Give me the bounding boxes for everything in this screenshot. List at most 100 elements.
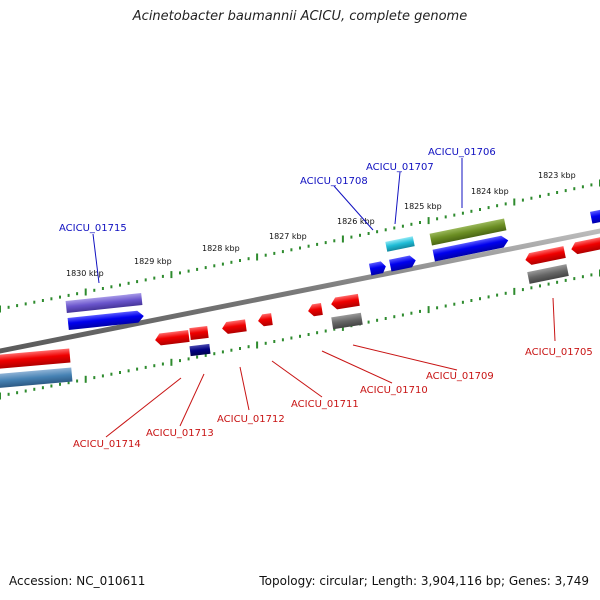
feature-blue-gene-01708[interactable] xyxy=(368,261,387,276)
gene-label-01711: ACICU_01711 xyxy=(291,399,359,410)
outer-track-tick xyxy=(479,208,481,211)
feature-red-gene-01714[interactable] xyxy=(154,329,190,346)
feature-blue-gene-a[interactable] xyxy=(389,255,417,272)
gene-label-01708: ACICU_01708 xyxy=(300,176,368,187)
genome-summary: Topology: circular; Length: 3,904,116 bp… xyxy=(259,574,589,588)
inner-track-tick xyxy=(256,341,259,349)
feature-gray-gene-b[interactable] xyxy=(331,312,363,330)
kbp-label-1828: 1828 kbp xyxy=(202,244,240,253)
inner-track-tick xyxy=(427,306,430,314)
inner-track-tick xyxy=(581,275,584,279)
outer-track-tick xyxy=(110,285,113,289)
outer-track-tick xyxy=(24,302,27,306)
outer-tick-track xyxy=(0,179,600,313)
outer-track-tick xyxy=(93,288,96,292)
feature-gray-gene-a[interactable] xyxy=(527,264,569,284)
feature-navy-gene[interactable] xyxy=(189,343,211,357)
outer-track-tick xyxy=(307,244,310,248)
outer-track-tick xyxy=(453,213,456,217)
outer-track-tick xyxy=(41,299,44,302)
inner-track-tick xyxy=(136,367,139,371)
inner-track-tick xyxy=(299,334,301,338)
outer-track-tick xyxy=(187,269,190,273)
outer-track-tick xyxy=(213,264,216,268)
callout-line-01711 xyxy=(271,360,323,398)
inner-track-tick xyxy=(290,336,293,340)
kbp-label-1825: 1825 kbp xyxy=(404,202,442,211)
inner-track-tick xyxy=(316,331,319,335)
inner-track-tick xyxy=(187,357,190,361)
outer-track-tick xyxy=(581,185,584,189)
inner-track-tick xyxy=(213,352,216,356)
outer-track-tick xyxy=(496,204,499,208)
inner-track-tick xyxy=(93,376,96,380)
inner-track-tick xyxy=(504,291,507,295)
outer-track-tick xyxy=(461,211,464,215)
outer-track-tick xyxy=(230,260,233,264)
inner-track-tick xyxy=(161,362,164,366)
inner-track-tick xyxy=(487,295,490,299)
outer-track-tick xyxy=(513,198,516,206)
outer-track-tick xyxy=(419,221,421,224)
feature-red-gene-01705[interactable] xyxy=(524,246,566,266)
inner-track-tick xyxy=(110,372,113,376)
genome-backbone xyxy=(0,228,600,354)
inner-track-tick xyxy=(101,374,104,378)
outer-track-tick xyxy=(16,304,19,308)
callout-line-01714 xyxy=(105,377,182,438)
feature-blue-gene-b[interactable] xyxy=(67,310,145,330)
inner-track-tick xyxy=(50,384,53,388)
outer-track-tick xyxy=(84,288,87,296)
gene-label-01706: ACICU_01706 xyxy=(428,147,496,158)
outer-track-tick xyxy=(101,287,104,290)
outer-track-tick xyxy=(119,283,121,287)
inner-track-tick xyxy=(24,389,27,393)
feature-red-gene-01710[interactable] xyxy=(307,302,323,317)
inner-track-tick xyxy=(281,338,284,342)
feature-blue-gene-01706[interactable] xyxy=(432,235,510,262)
inner-track-tick xyxy=(564,278,567,282)
inner-track-tick xyxy=(41,386,44,390)
gene-label-01710: ACICU_01710 xyxy=(360,385,428,396)
inner-track-tick xyxy=(470,299,473,302)
feature-red-gene-01712[interactable] xyxy=(221,319,247,334)
feature-red-gene-01711[interactable] xyxy=(257,313,273,327)
outer-track-tick xyxy=(539,194,541,198)
inner-track-tick xyxy=(530,286,533,290)
feature-cyan-gene-01707[interactable] xyxy=(385,236,415,252)
feature-purple-gene-01715[interactable] xyxy=(65,293,143,313)
callout-line-01710 xyxy=(321,350,393,384)
outer-track-tick xyxy=(487,206,490,210)
feature-steel-gene-left[interactable] xyxy=(0,367,73,389)
outer-track-tick xyxy=(76,292,79,296)
callout-line-01707 xyxy=(394,171,401,225)
inner-track-tick xyxy=(0,392,1,400)
inner-track-tick xyxy=(221,350,224,354)
feature-red-gene-left[interactable] xyxy=(0,348,71,370)
outer-track-tick xyxy=(504,202,507,206)
feature-blue-gene-edge[interactable] xyxy=(589,208,600,224)
inner-track-tick xyxy=(16,391,19,395)
inner-track-tick xyxy=(59,382,61,386)
outer-track-tick xyxy=(161,274,164,278)
inner-track-tick xyxy=(76,379,79,383)
callout-line-01713 xyxy=(179,373,205,427)
outer-track-tick xyxy=(281,250,284,254)
outer-track-tick xyxy=(427,217,430,225)
inner-track-tick xyxy=(479,297,481,301)
inner-track-tick xyxy=(324,329,327,333)
outer-track-tick xyxy=(384,228,387,232)
inner-track-tick xyxy=(401,313,404,317)
gene-label-01714: ACICU_01714 xyxy=(73,439,141,450)
outer-track-tick xyxy=(410,222,413,226)
feature-olive-gene[interactable] xyxy=(429,218,507,246)
inner-track-tick xyxy=(393,315,396,319)
outer-track-tick xyxy=(247,257,250,261)
feature-red-gene-01709[interactable] xyxy=(330,293,360,310)
feature-red-gene-01713[interactable] xyxy=(189,325,209,341)
outer-track-tick xyxy=(324,241,327,245)
feature-red-gene-edge[interactable] xyxy=(570,236,600,255)
inner-track-tick xyxy=(521,288,524,292)
inner-track-tick xyxy=(547,282,550,286)
kbp-label-1830: 1830 kbp xyxy=(66,269,104,278)
